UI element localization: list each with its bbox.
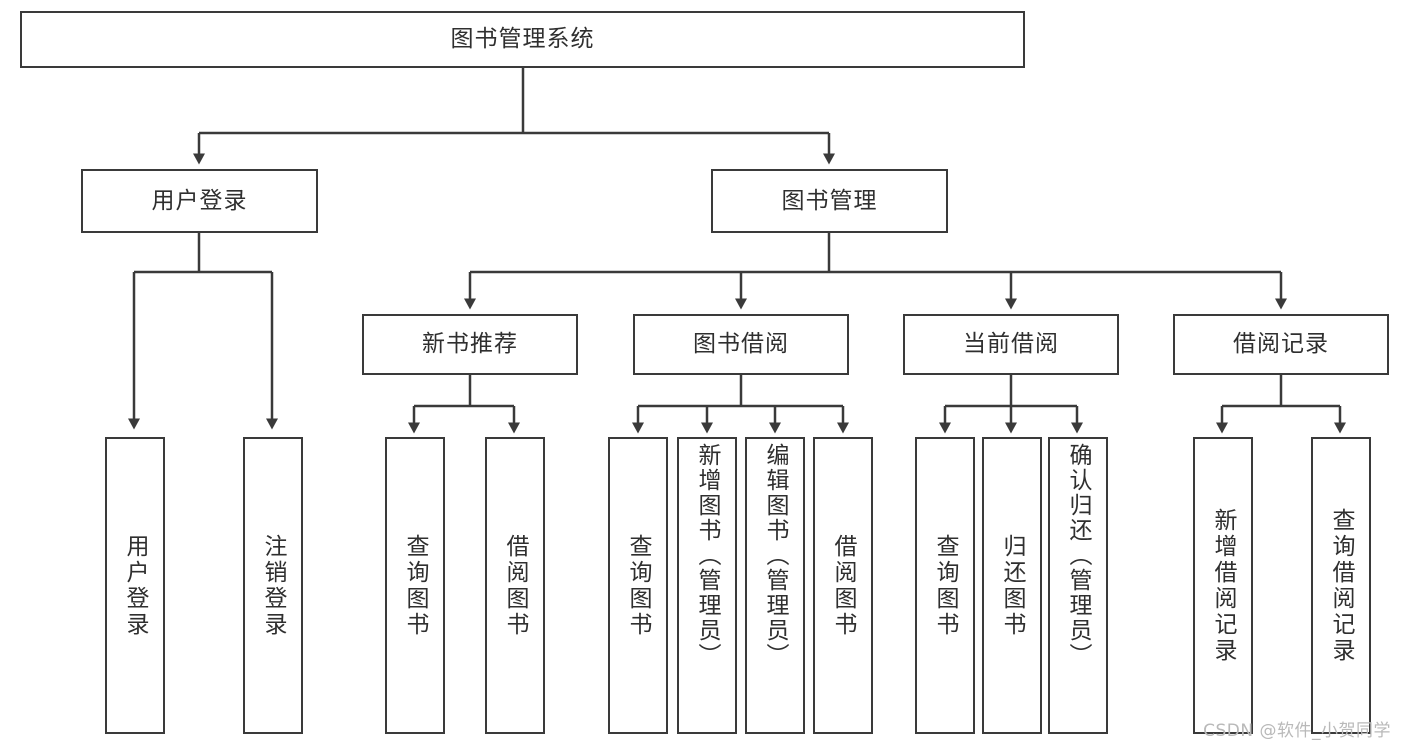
leaf-label: 查询借阅记录 [1328,507,1355,664]
leaf-label: 借阅图书 [502,533,529,638]
node-new-book-recommend-label: 新书推荐 [422,331,518,358]
leaf-label: 查询图书 [402,533,429,638]
leaf-book-borrow-edit[interactable]: 编辑图书（管理员） [745,437,805,734]
node-root-label: 图书管理系统 [450,26,595,53]
leaf-label: 确认归还（管理员） [1065,443,1092,668]
leaf-book-borrow-query[interactable]: 查询图书 [608,437,668,734]
leaf-label: 查询图书 [625,533,652,638]
leaf-new-book-borrow[interactable]: 借阅图书 [485,437,545,734]
node-user-login[interactable]: 用户登录 [81,169,318,233]
leaf-label: 新增图书（管理员） [694,443,721,668]
node-user-login-label: 用户登录 [151,187,248,214]
leaf-label: 注销登录 [260,533,287,638]
leaf-current-borrow-return[interactable]: 归还图书 [982,437,1042,734]
leaf-label: 查询图书 [932,533,959,638]
node-new-book-recommend[interactable]: 新书推荐 [362,314,578,375]
leaf-label: 新增借阅记录 [1210,507,1237,664]
leaf-current-borrow-confirm-return[interactable]: 确认归还（管理员） [1048,437,1108,734]
leaf-borrow-record-add[interactable]: 新增借阅记录 [1193,437,1253,734]
node-current-borrow[interactable]: 当前借阅 [903,314,1119,375]
node-book-borrow[interactable]: 图书借阅 [633,314,849,375]
node-borrow-record[interactable]: 借阅记录 [1173,314,1389,375]
leaf-new-book-query[interactable]: 查询图书 [385,437,445,734]
leaf-user-login-signout[interactable]: 注销登录 [243,437,303,734]
csdn-watermark: CSDN @软件_小贺同学 [1203,721,1391,741]
node-current-borrow-label: 当前借阅 [963,331,1059,358]
leaf-label: 借阅图书 [830,533,857,638]
leaf-label: 归还图书 [999,533,1026,638]
node-root[interactable]: 图书管理系统 [20,11,1025,68]
leaf-user-login-signin[interactable]: 用户登录 [105,437,165,734]
node-borrow-record-label: 借阅记录 [1233,331,1329,358]
node-book-management-label: 图书管理 [781,187,878,214]
leaf-book-borrow-borrow[interactable]: 借阅图书 [813,437,873,734]
leaf-borrow-record-query[interactable]: 查询借阅记录 [1311,437,1371,734]
leaf-current-borrow-query[interactable]: 查询图书 [915,437,975,734]
node-book-borrow-label: 图书借阅 [693,331,789,358]
node-book-management[interactable]: 图书管理 [711,169,948,233]
leaf-label: 用户登录 [122,533,149,638]
leaf-label: 编辑图书（管理员） [762,443,789,668]
leaf-book-borrow-add[interactable]: 新增图书（管理员） [677,437,737,734]
